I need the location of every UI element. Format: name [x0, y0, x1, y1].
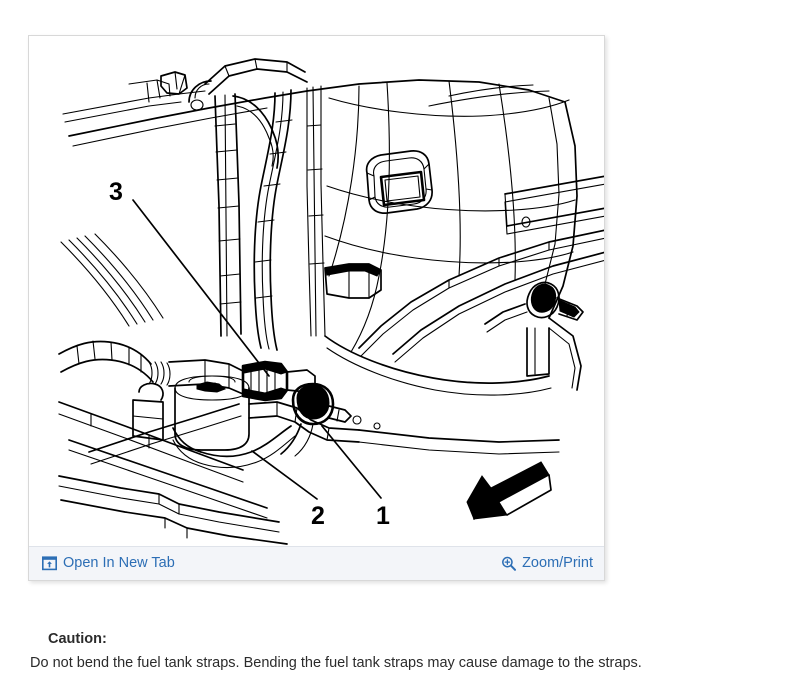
zoom-print-label: Zoom/Print: [522, 555, 593, 572]
open-in-new-tab-label: Open In New Tab: [63, 555, 175, 572]
image-viewer-toolbar: Open In New Tab Zoom/Print: [29, 546, 604, 580]
caution-title: Caution:: [48, 631, 107, 647]
caution-body: Do not bend the fuel tank straps. Bendin…: [30, 655, 642, 672]
caution-block: Caution: Do not bend the fuel tank strap…: [30, 630, 790, 673]
zoom-print-button[interactable]: Zoom/Print: [501, 556, 593, 571]
image-viewer-card: 3 2 1: [28, 35, 605, 581]
callout-label-2: 2: [311, 502, 325, 530]
callout-label-3: 3: [109, 178, 123, 206]
open-in-new-tab-icon: [42, 556, 57, 571]
open-in-new-tab-button[interactable]: Open In New Tab: [42, 556, 175, 571]
fuel-tank-line-drawing: 3 2 1: [58, 58, 604, 545]
figure-image[interactable]: 3 2 1: [29, 36, 604, 547]
callout-label-1: 1: [376, 502, 390, 530]
magnifier-plus-icon: [501, 556, 517, 571]
